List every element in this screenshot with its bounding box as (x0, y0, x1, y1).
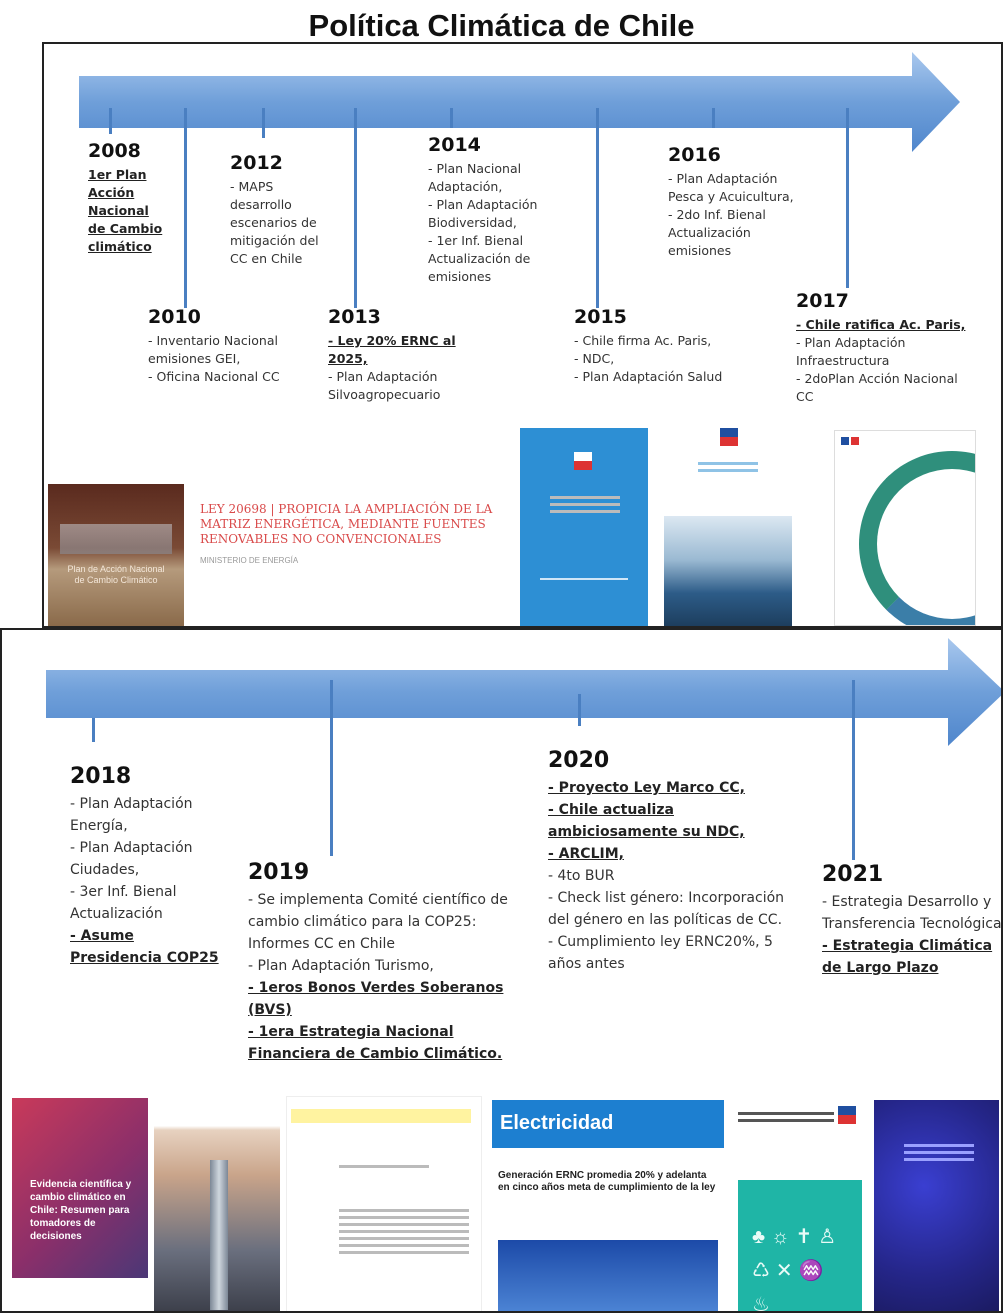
event-item: - 4to BUR (548, 868, 615, 884)
timeline-tick-2012 (262, 108, 265, 138)
estrategia-financiera-document-thumbnail (286, 1096, 482, 1311)
event-item: - Proyecto Ley Marco CC, (548, 780, 745, 796)
event-item: - Cumplimiento ley ERNC20%, 5 años antes (548, 934, 773, 972)
timeline-tick-2014 (450, 108, 453, 128)
event-item: - Plan Adaptación Silvoagropecuario (328, 369, 441, 402)
event-item: - Plan Adaptación Biodiversidad, (428, 197, 538, 230)
event-item: - Ley 20% ERNC al 2025, (328, 333, 456, 366)
event-item: - Plan Adaptación Energía, (70, 796, 193, 834)
timeline-event-2008: 2008 1er Plan Acción Nacional de Cambio c… (88, 140, 168, 256)
event-year: 2014 (428, 134, 481, 156)
event-item: - Check list género: Incorporación del g… (548, 890, 785, 928)
estrategia-tecnologica-cover-thumbnail (874, 1100, 999, 1311)
event-item: - Chile firma Ac. Paris, (574, 333, 712, 348)
event-item: - Estrategia Climática de Largo Plazo (822, 938, 993, 976)
timeline-tick-2015 (596, 108, 599, 308)
timeline-event-2018: 2018 - Plan Adaptación Energía, - Plan Ada… (70, 764, 230, 969)
event-item: - Plan Adaptación Turismo, (248, 958, 434, 974)
event-year: 2016 (668, 144, 721, 166)
event-item: - NDC, (574, 351, 615, 366)
event-item: - Plan Adaptación Salud (574, 369, 723, 384)
actualizacion-informe-bienal-cover-thumbnail (834, 430, 976, 626)
event-item: - 3er Inf. Bienal Actualización (70, 884, 177, 922)
event-item: - 2do Inf. Bienal Actualización emisione… (668, 207, 766, 258)
event-item: - Asume Presidencia COP25 (70, 928, 219, 966)
event-year: 2018 (70, 764, 132, 789)
timeline-event-2017: 2017 - Chile ratifica Ac. Paris, - Plan Ad… (796, 290, 976, 406)
bonos-verdes-building-thumbnail (154, 1100, 280, 1311)
timeline-tick-2019 (330, 680, 333, 856)
timeline-event-2016: 2016 - Plan Adaptación Pesca y Acuicultur… (668, 144, 798, 260)
event-year: 2017 (796, 290, 849, 312)
event-year: 2021 (822, 862, 884, 887)
timeline-panel-2018-2021: 2018 - Plan Adaptación Energía, - Plan Ada… (0, 628, 1003, 1313)
event-item: - Se implementa Comité científico de cam… (248, 892, 508, 952)
event-item: - Chile actualiza ambiciosamente su NDC, (548, 802, 745, 840)
event-item: - Plan Adaptación Infraestructura (796, 335, 906, 368)
event-item: - Oficina Nacional CC (148, 369, 280, 384)
event-item: - Plan Adaptación Pesca y Acuicultura, (668, 171, 794, 204)
timeline-event-2015: 2015 - Chile firma Ac. Paris, - NDC, - Plan… (574, 306, 744, 386)
ley-20698-heading: LEY 20698 | PROPICIA LA AMPLIACIÓN DE LA… (200, 502, 493, 546)
event-year: 2013 (328, 306, 381, 328)
timeline-tick-2008 (109, 108, 112, 134)
ley-ministry-label: MINISTERIO DE ENERGÍA (200, 556, 299, 565)
event-year: 2008 (88, 140, 141, 162)
timeline-event-2020: 2020 - Proyecto Ley Marco CC, - Chile actu… (548, 748, 798, 975)
event-item: - 1er Inf. Bienal Actualización de emisi… (428, 233, 531, 284)
timeline-event-2012: 2012 - MAPS desarrollo escenarios de miti… (230, 152, 326, 268)
timeline-arrow (46, 638, 1001, 746)
timeline-event-2010: 2010 - Inventario Nacional emisiones GEI,… (148, 306, 298, 386)
event-item: - Inventario Nacional emisiones GEI, (148, 333, 278, 366)
event-item: - Estrategia Desarrollo y Transferencia … (822, 894, 1002, 932)
event-year: 2019 (248, 860, 310, 885)
event-item: - 1eros Bonos Verdes Soberanos (BVS) (248, 980, 504, 1018)
evidencia-cientifica-cover-thumbnail: Evidencia científica y cambio climático … (12, 1098, 148, 1311)
event-item: - Plan Adaptación Ciudades, (70, 840, 193, 878)
event-item: - ARCLIM, (548, 846, 624, 862)
timeline-tick-2017 (846, 108, 849, 288)
timeline-event-2019: 2019 - Se implementa Comité científico de… (248, 860, 538, 1065)
electricidad-article-thumbnail: Electricidad Generación ERNC promedia 20… (492, 1100, 724, 1311)
timeline-event-2021: 2021 - Estrategia Desarrollo y Transferen… (822, 862, 1002, 979)
event-item: - 1era Estrategia Nacional Financiera de… (248, 1024, 503, 1062)
timeline-tick-2016 (712, 108, 715, 128)
timeline-event-2013: 2013 - Ley 20% ERNC al 2025,- Plan Adapta… (328, 306, 488, 404)
event-item: - 2doPlan Acción Nacional CC (796, 371, 958, 404)
timeline-tick-2010 (184, 108, 187, 308)
event-year: 2012 (230, 152, 283, 174)
timeline-tick-2021 (852, 680, 855, 860)
event-item: - MAPS desarrollo escenarios de mitigaci… (230, 179, 319, 266)
event-item: - Plan Nacional Adaptación, (428, 161, 522, 194)
event-item: 1er Plan Acción Nacional de Cambio climá… (88, 167, 163, 254)
event-year: 2015 (574, 306, 627, 328)
page-title: Política Climática de Chile (308, 8, 695, 43)
report-cover-blue-thumbnail (520, 428, 648, 626)
timeline-arrow (79, 52, 960, 152)
timeline-tick-2020 (578, 694, 581, 726)
event-year: 2010 (148, 306, 201, 328)
timeline-event-2014: 2014 - Plan Nacional Adaptación,- Plan Ad… (428, 134, 558, 286)
timeline-tick-2018 (92, 718, 95, 742)
timeline-panel-2008-2017: 2008 1er Plan Acción Nacional de Cambio c… (42, 42, 1003, 628)
plan-accion-2017-cover-thumbnail (664, 424, 792, 626)
timeline-tick-2013 (354, 108, 357, 308)
event-year: 2020 (548, 748, 610, 773)
plan-accion-cover-thumbnail: Plan de Acción Nacional de Cambio Climát… (48, 484, 184, 626)
arclim-teal-thumbnail: ♣☼✝♙♺✕♒♨ (734, 1102, 866, 1311)
event-item: - Chile ratifica Ac. Paris, (796, 317, 966, 332)
